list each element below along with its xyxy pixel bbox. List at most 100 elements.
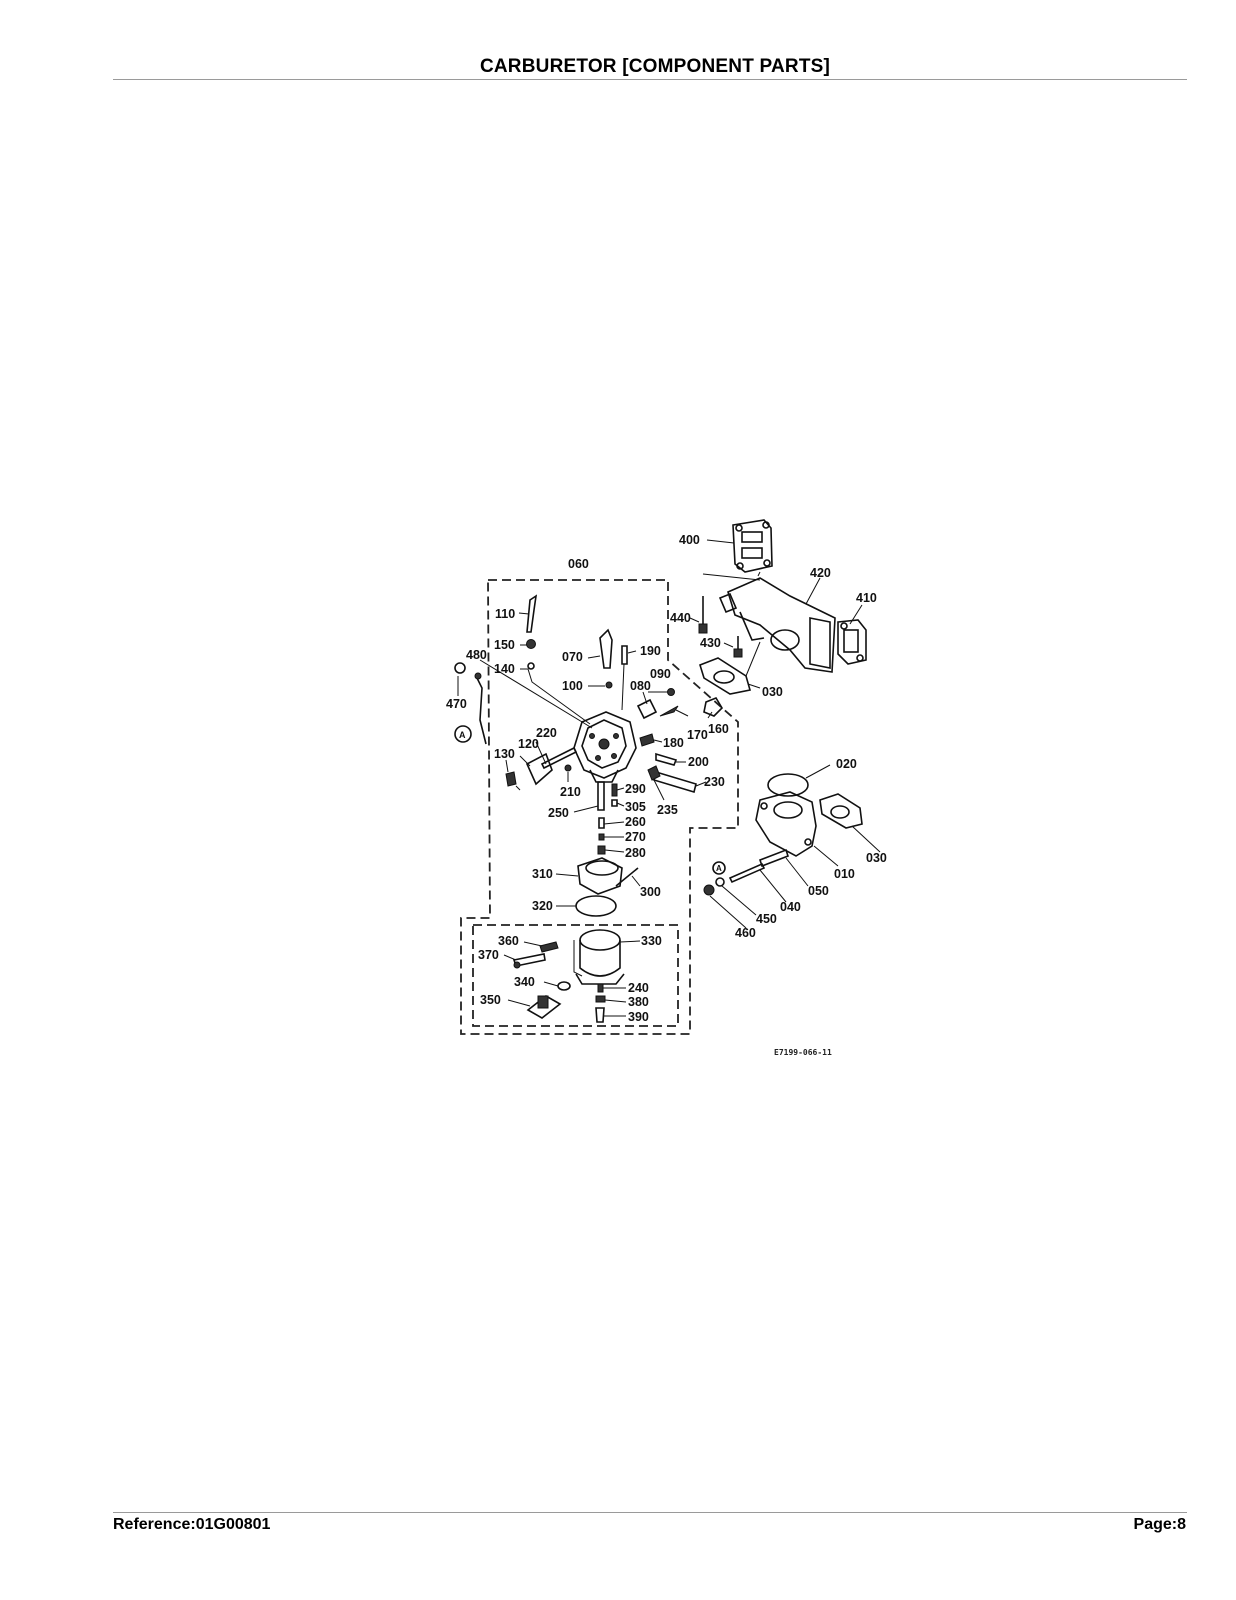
screw-090 [667,688,675,696]
label-130: 130 [494,747,515,761]
label-120: 120 [518,737,539,751]
screw-200 [655,752,678,766]
figure-code: E7199-066-11 [774,1048,832,1057]
label-200: 200 [688,755,709,769]
label-310: 310 [532,867,553,881]
label-040: 040 [780,900,801,914]
label-230: 230 [704,775,725,789]
label-440: 440 [670,611,691,625]
label-250: 250 [548,806,569,820]
jet-240 [597,983,604,993]
spring-235 [647,765,661,781]
o-ring-340 [557,981,571,991]
page-number: Page:8 [1133,1516,1186,1533]
label-235: 235 [657,803,678,817]
label-050: 050 [808,884,829,898]
label-100: 100 [562,679,583,693]
gasket-400 [732,519,773,573]
label-110: 110 [495,607,515,621]
label-240: 240 [628,981,649,995]
label-280: 280 [625,846,646,860]
pipe-305 [611,799,618,807]
label-170: 170 [687,728,708,742]
marker-a-right: A [716,864,722,873]
spring-360 [539,941,559,953]
clip-270 [598,833,605,841]
label-260: 260 [625,815,646,829]
link-rod-480 [475,675,487,745]
pilot-screw-230 [653,770,697,794]
washer-140 [527,662,535,670]
gasket-020 [767,773,809,797]
screw-130 [505,771,517,787]
label-390: 390 [628,1010,649,1024]
label-150: 150 [494,638,515,652]
label-320: 320 [532,899,553,913]
label-350: 350 [480,993,501,1007]
throttle-shaft-050 [758,848,790,868]
header-rule [113,79,1187,80]
bolt-470 [454,662,466,674]
label-360: 360 [498,934,519,948]
assembly-outline [460,579,739,1035]
label-420: 420 [810,566,831,580]
leader-lines [457,539,881,1017]
page-title: CARBURETOR [COMPONENT PARTS] [479,56,831,77]
float-pin-300 [615,867,639,887]
needle-170 [659,705,679,717]
gasket-410 [837,619,867,665]
label-140: 140 [494,662,515,676]
footer-rule [113,1512,1187,1513]
float-chamber-330 [575,929,625,985]
bolt-390 [595,1007,605,1023]
label-400: 400 [679,533,700,547]
label-370: 370 [478,948,499,962]
label-380: 380 [628,995,649,1009]
label-090: 090 [650,667,671,681]
label-470: 470 [446,697,467,711]
label-270: 270 [625,830,646,844]
screw-070 [599,628,613,669]
reference-number: Reference:01G00801 [113,1516,271,1533]
label-460: 460 [735,926,756,940]
gasket-030-upper [699,657,752,695]
nut-150 [526,639,536,649]
label-160: 160 [708,722,729,736]
label-180: 180 [663,736,684,750]
label-010: 010 [834,867,855,881]
needle-260 [598,817,605,829]
screw-180 [639,733,655,747]
label-060: 060 [568,557,589,571]
choke-lever-110 [526,594,538,633]
label-410: 410 [856,591,877,605]
label-480: 480 [466,648,487,662]
label-080: 080 [630,679,651,693]
label-290: 290 [625,782,646,796]
label-305: 305 [625,800,646,814]
washer-450 [715,877,725,887]
label-430: 430 [700,636,721,650]
marker-a-left-circle [454,725,472,743]
seat-280 [597,845,606,855]
marker-a-right-circle [712,861,726,875]
label-450: 450 [756,912,777,926]
gasket-320 [575,895,617,917]
spring-100 [605,681,613,689]
label-300: 300 [640,885,661,899]
label-340: 340 [514,975,535,989]
marker-a-left: A [459,730,466,740]
choke-plate-120 [525,752,553,786]
bolt-430 [733,636,743,658]
shaft-040 [728,862,766,884]
washer-380 [595,995,606,1003]
label-330: 330 [641,934,662,948]
label-030-lower: 030 [866,851,887,865]
screw-190 [621,645,628,665]
label-220: 220 [536,726,557,740]
insulator-420 [718,577,836,673]
label-190: 190 [640,644,661,658]
insulator-010 [755,791,817,857]
float-310 [577,857,623,895]
needle-220 [540,746,578,770]
